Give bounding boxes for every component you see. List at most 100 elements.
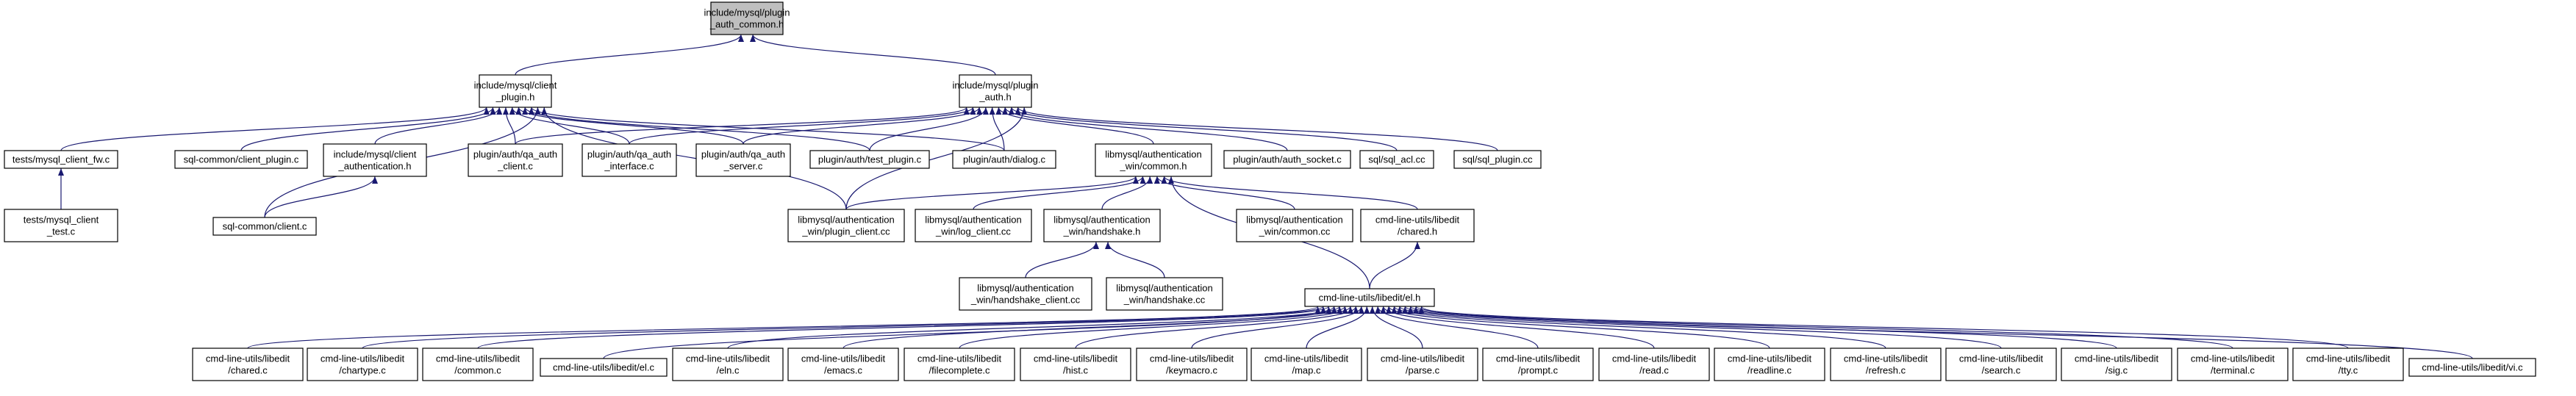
edge-client_plugin_c-to-client_plugin_h [240,107,496,151]
node-box [1043,209,1161,242]
node-read_c[interactable]: cmd-line-utils/libedit/read.c [1598,348,1710,381]
node-label: /terminal.c [2211,365,2255,376]
edge-test_plugin-to-client_plugin_h [522,107,870,151]
node-label: libmysql/authentication [977,283,1074,294]
node-terminal_c[interactable]: cmd-line-utils/libedit/terminal.c [2177,348,2289,381]
node-sig_c[interactable]: cmd-line-utils/libedit/sig.c [2061,348,2172,381]
node-vi_c[interactable]: cmd-line-utils/libedit/vi.c [2408,358,2536,377]
node-qa_auth_client[interactable]: plugin/auth/qa_auth_client.c [468,143,563,177]
node-eln_c[interactable]: cmd-line-utils/libedit/eln.c [672,348,784,381]
node-label: /search.c [1982,365,2021,376]
node-plugin_auth_h[interactable]: include/mysql/plugin_auth.h [952,74,1039,108]
node-qa_auth_interface[interactable]: plugin/auth/qa_auth_interface.c [582,143,677,177]
node-box [422,348,534,381]
node-handshake_h[interactable]: libmysql/authentication_win/handshake.h [1043,209,1161,242]
node-client_authentication_h[interactable]: include/mysql/client_authentication.h [323,143,427,177]
edge-map_c-to-el_h [1306,306,1370,349]
node-label: cmd-line-utils/libedit/el.h [1319,292,1421,303]
node-label: tests/mysql_client [24,215,99,226]
node-box [1304,288,1435,307]
node-client_c[interactable]: sql-common/client.c [212,217,317,236]
node-keymacro_c[interactable]: cmd-line-utils/libedit/keymacro.c [1136,348,1248,381]
node-hist_c[interactable]: cmd-line-utils/libedit/hist.c [1020,348,1131,381]
node-label: libmysql/authentication [1246,215,1343,226]
node-label: cmd-line-utils/libedit [1959,353,2044,364]
node-box [479,74,552,108]
node-map_c[interactable]: cmd-line-utils/libedit/map.c [1251,348,1362,381]
node-box [710,1,784,35]
node-common_c[interactable]: cmd-line-utils/libedit/common.c [422,348,534,381]
node-label: plugin/auth/qa_auth [701,149,785,160]
node-label: _win/handshake.cc [1123,295,1206,306]
node-parse_c[interactable]: cmd-line-utils/libedit/parse.c [1367,348,1478,381]
node-label: _test.c [46,226,76,237]
node-box [1020,348,1131,381]
node-chartype_c[interactable]: cmd-line-utils/libedit/chartype.c [307,348,418,381]
node-box [904,348,1015,381]
node-el_c[interactable]: cmd-line-utils/libedit/el.c [540,358,668,377]
node-chared_h[interactable]: cmd-line-utils/libedit/chared.h [1360,209,1475,242]
node-sql_plugin[interactable]: sql/sql_plugin.cc [1453,150,1542,169]
node-tty_c[interactable]: cmd-line-utils/libedit/tty.c [2292,348,2404,381]
node-label: cmd-line-utils/libedit [1264,353,1349,364]
edge-handshake_client-to-handshake_h [1025,241,1099,278]
node-label: cmd-line-utils/libedit [2191,353,2275,364]
node-label: /readline.c [1747,365,1792,376]
node-label: _auth.h [978,92,1011,103]
node-box [1830,348,1942,381]
node-label: include/mysql/client [334,149,417,160]
node-mysql_client_test[interactable]: tests/mysql_client_test.c [4,209,118,242]
node-readline_c[interactable]: cmd-line-utils/libedit/readline.c [1714,348,1825,381]
node-refresh_c[interactable]: cmd-line-utils/libedit/refresh.c [1830,348,1942,381]
node-test_plugin[interactable]: plugin/auth/test_plugin.c [809,150,930,169]
node-box [1095,143,1212,177]
edge-plugin_auth_h-to-root [750,34,996,76]
node-label: include/mysql/client [474,80,557,91]
node-label: /chared.c [228,365,268,376]
edge-client_c-to-client_authentication_h [264,176,378,218]
node-handshake_cc[interactable]: libmysql/authentication_win/handshake.cc [1106,277,1223,311]
node-el_h[interactable]: cmd-line-utils/libedit/el.h [1304,288,1435,307]
node-chared_c[interactable]: cmd-line-utils/libedit/chared.c [192,348,304,381]
node-box [582,143,677,177]
node-box [174,150,308,169]
node-client_plugin_c[interactable]: sql-common/client_plugin.c [174,150,308,169]
node-sql_acl[interactable]: sql/sql_acl.cc [1359,150,1434,169]
node-auth_win_common_cc[interactable]: libmysql/authentication_win/common.cc [1236,209,1353,242]
node-box [212,217,317,236]
node-label: plugin/auth/test_plugin.c [818,154,922,165]
edge-plugin_client-to-plugin_auth_h [845,107,1028,210]
node-label: /tty.c [2339,365,2358,376]
node-box [2061,348,2172,381]
edge-emacs_c-to-el_h [842,306,1348,349]
node-label: plugin/auth/qa_auth [473,149,557,160]
edge-test_plugin-to-plugin_auth_h [869,107,989,151]
node-box [1359,150,1434,169]
node-emacs_c[interactable]: cmd-line-utils/libedit/emacs.c [787,348,899,381]
node-handshake_client[interactable]: libmysql/authentication_win/handshake_cl… [959,277,1092,311]
node-log_client[interactable]: libmysql/authentication_win/log_client.c… [915,209,1032,242]
node-plugin_client[interactable]: libmysql/authentication_win/plugin_clien… [787,209,905,242]
node-label: libmysql/authentication [1053,215,1151,226]
node-auth_win_common_h[interactable]: libmysql/authentication_win/common.h [1095,143,1212,177]
edge-common_c-to-el_h [477,306,1332,349]
node-prompt_c[interactable]: cmd-line-utils/libedit/prompt.c [1482,348,1594,381]
node-box [2292,348,2404,381]
edge-chared_h-to-auth_win_common_h [1161,176,1418,210]
node-dialog[interactable]: plugin/auth/dialog.c [952,150,1056,169]
node-mysql_client_fw[interactable]: tests/mysql_client_fw.c [4,150,118,169]
node-label: plugin/auth/dialog.c [963,154,1046,165]
node-search_c[interactable]: cmd-line-utils/libedit/search.c [1945,348,2057,381]
node-label: tests/mysql_client_fw.c [12,154,110,165]
node-client_plugin_h[interactable]: include/mysql/client_plugin.h [474,74,557,108]
node-auth_socket[interactable]: plugin/auth/auth_socket.c [1223,150,1351,169]
node-root[interactable]: include/mysql/plugin_auth_common.h [704,1,790,35]
node-box [2408,358,2536,377]
node-label: cmd-line-utils/libedit [1496,353,1581,364]
edge-handshake_cc-to-handshake_h [1105,241,1165,278]
node-label: include/mysql/plugin [704,7,790,18]
node-box [307,348,418,381]
node-qa_auth_server[interactable]: plugin/auth/qa_auth_server.c [695,143,791,177]
node-filecomplete_c[interactable]: cmd-line-utils/libedit/filecomplete.c [904,348,1015,381]
